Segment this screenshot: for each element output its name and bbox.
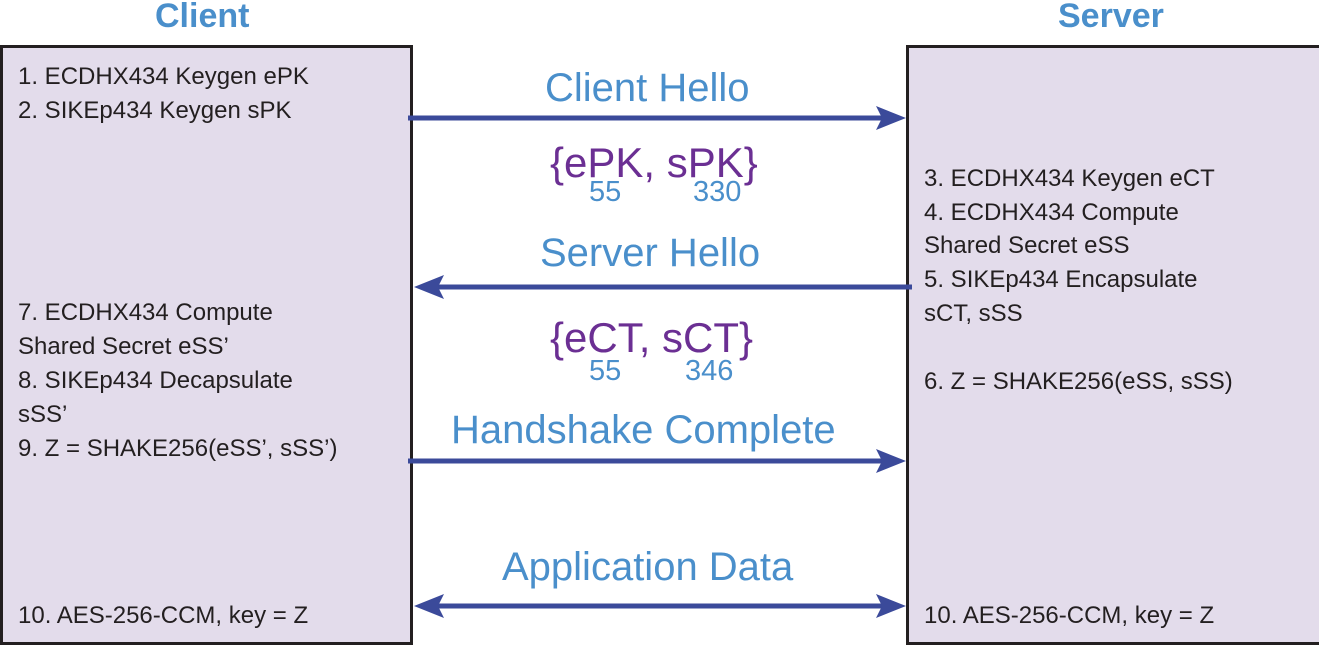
client-step-1: 1. ECDHX434 Keygen ePK	[18, 63, 309, 90]
server-hello-arrow	[414, 275, 912, 299]
client-box	[0, 45, 413, 645]
server-step-4-cont: Shared Secret eSS	[924, 232, 1130, 259]
client-step-8-cont: sSS’	[18, 401, 68, 428]
server-hello-payload: {eCT, sCT}	[550, 314, 754, 361]
server-step-4: 4. ECDHX434 Compute	[924, 199, 1179, 226]
client-step-8: 8. SIKEp434 Decapsulate	[18, 367, 293, 394]
client-step-9: 9. Z = SHAKE256(eSS’, sSS’)	[18, 435, 338, 462]
server-hello-ect-size: 55	[589, 355, 622, 387]
server-hello-label: Server Hello	[540, 231, 761, 275]
server-step-3: 3. ECDHX434 Keygen eCT	[924, 165, 1215, 192]
server-step-10: 10. AES-256-CCM, key = Z	[924, 602, 1215, 629]
client-hello-epk-size: 55	[589, 176, 622, 208]
client-step-7: 7. ECDHX434 Compute	[18, 299, 273, 326]
client-step-7-cont: Shared Secret eSS’	[18, 333, 229, 360]
application-data-label: Application Data	[502, 545, 794, 589]
client-hello-spk-size: 330	[693, 176, 742, 208]
server-hello-sct-size: 346	[685, 355, 734, 387]
application-data-arrow	[414, 594, 906, 618]
server-step-6: 6. Z = SHAKE256(eSS, sSS)	[924, 368, 1233, 395]
handshake-complete-label: Handshake Complete	[451, 408, 836, 452]
client-title: Client	[155, 0, 250, 35]
client-hello-arrow	[408, 106, 906, 130]
server-step-5-cont: sCT, sSS	[924, 300, 1023, 327]
client-step-2: 2. SIKEp434 Keygen sPK	[18, 97, 292, 124]
server-step-5: 5. SIKEp434 Encapsulate	[924, 266, 1198, 293]
server-title: Server	[1058, 0, 1164, 35]
client-hello-label: Client Hello	[545, 66, 750, 110]
client-hello-payload: {ePK, sPK}	[550, 139, 758, 186]
client-step-10: 10. AES-256-CCM, key = Z	[18, 602, 309, 629]
handshake-complete-arrow	[408, 449, 906, 473]
